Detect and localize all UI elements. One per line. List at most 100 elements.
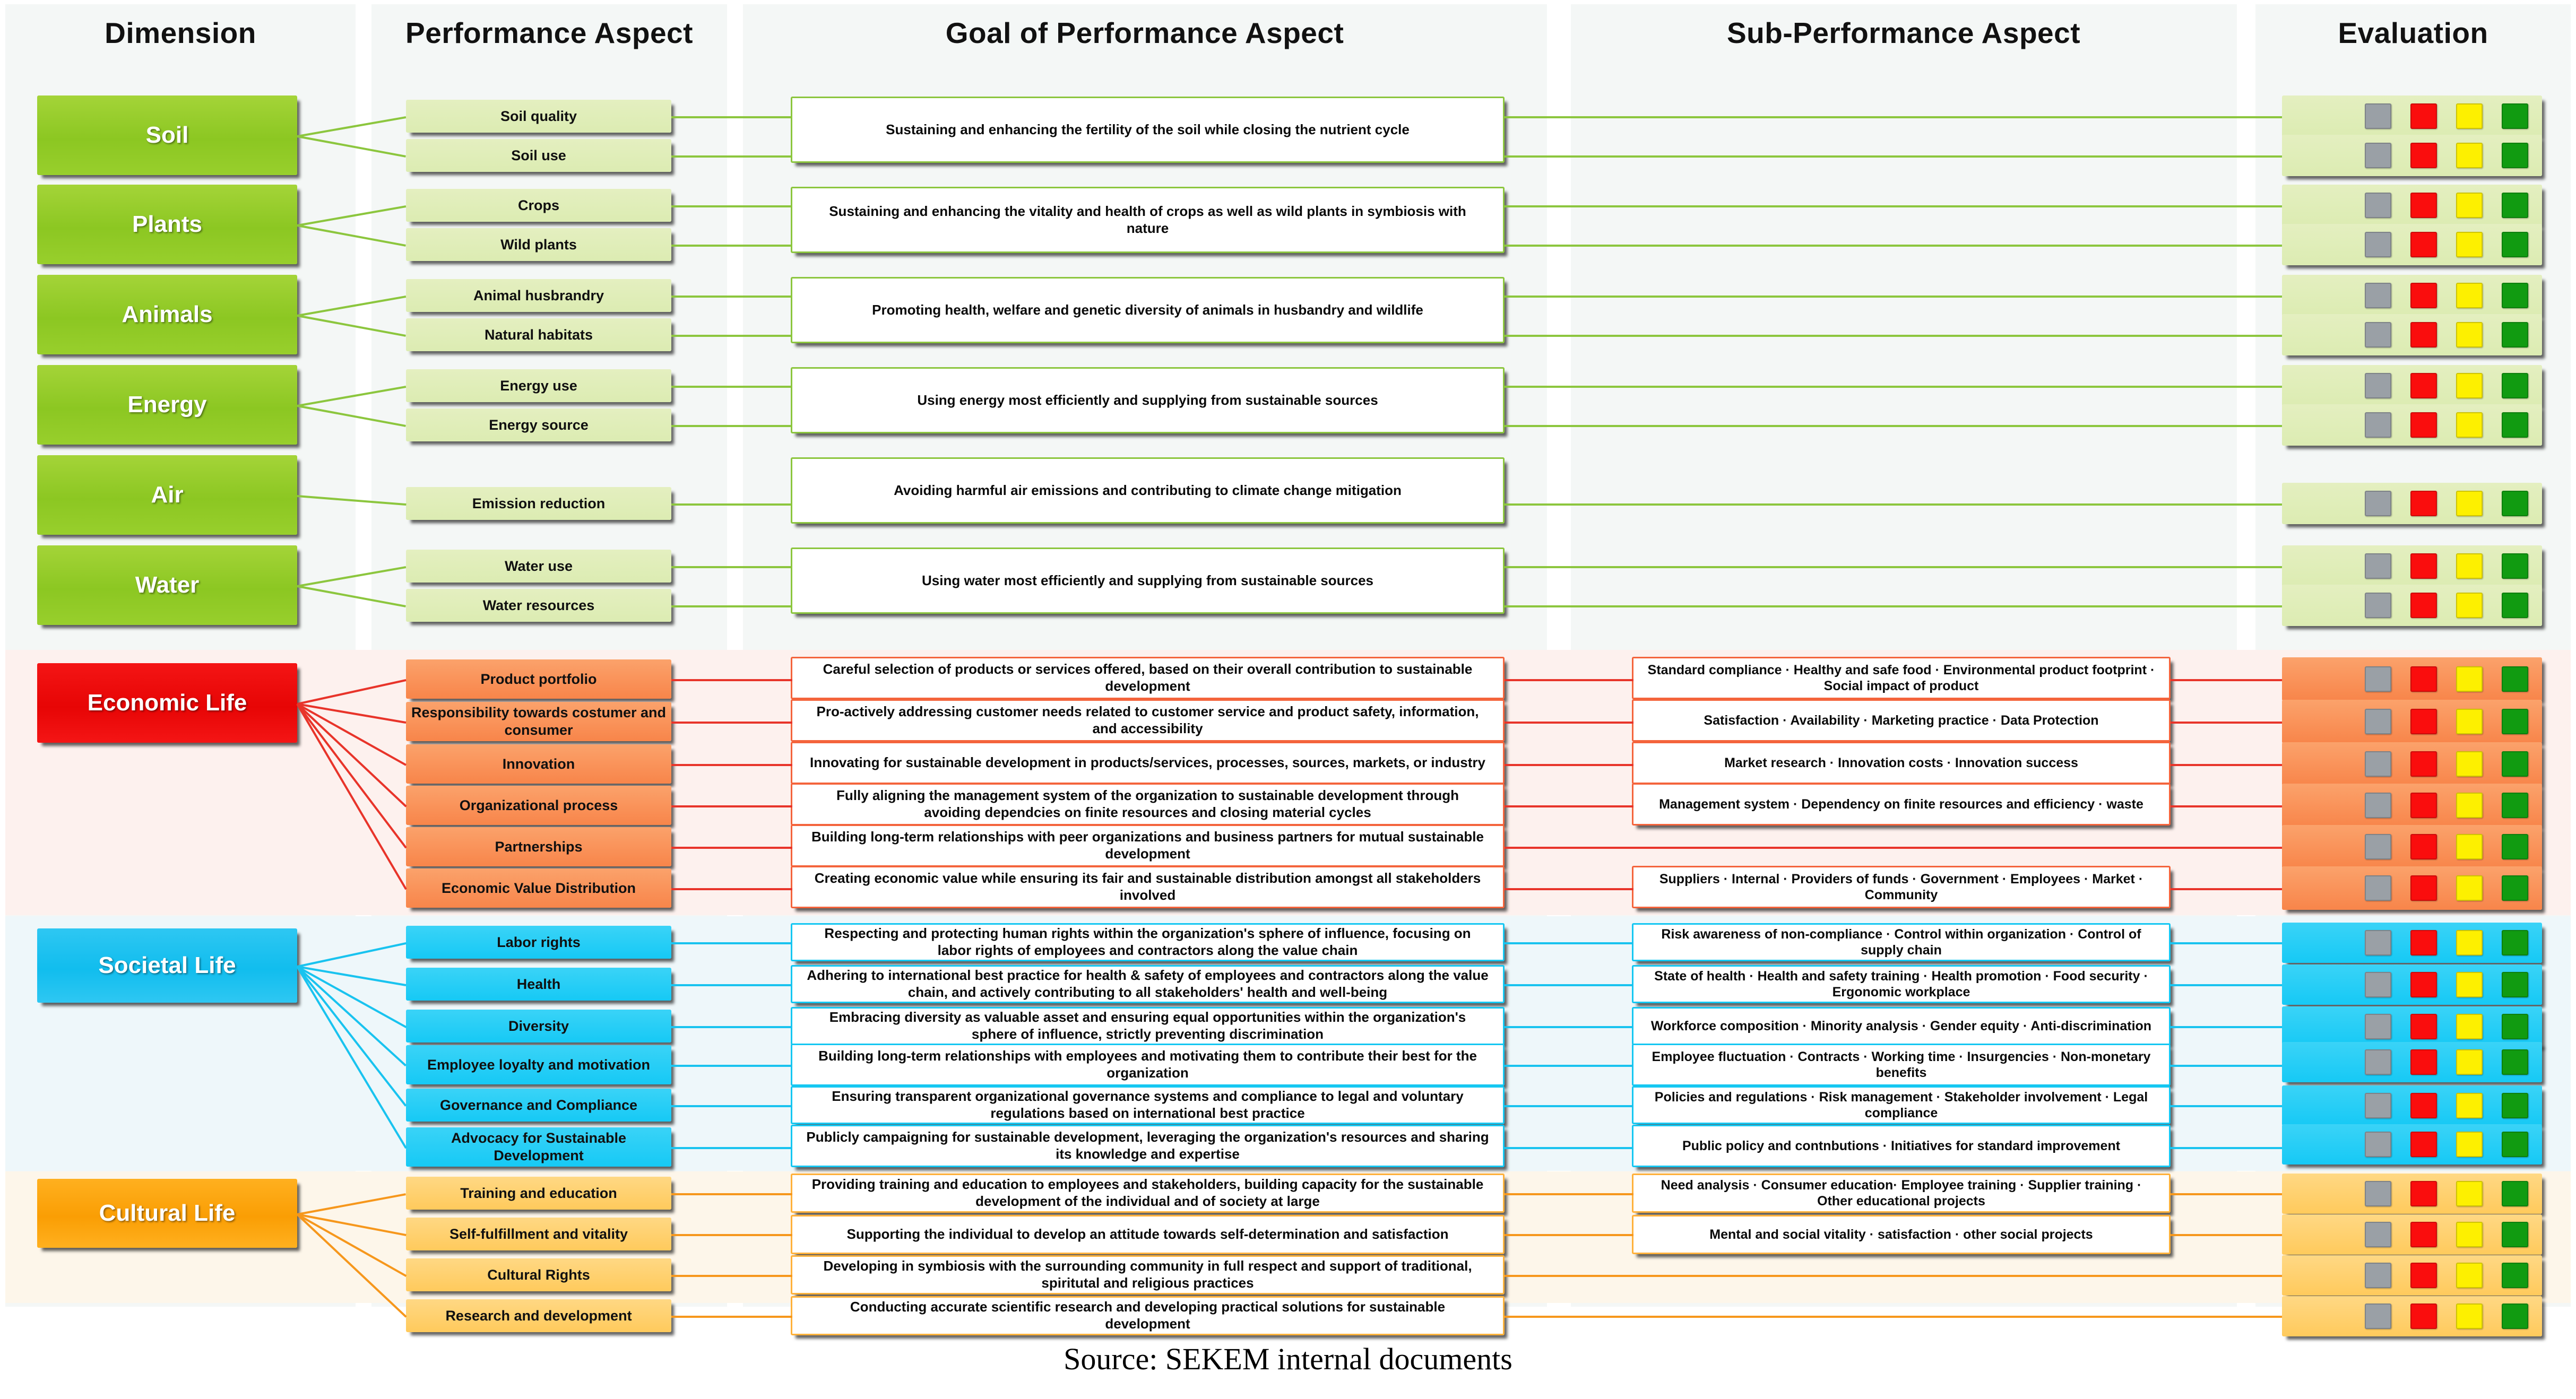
evaluation-swatch-red[interactable] xyxy=(2410,1132,2437,1157)
evaluation-box-societal-2[interactable] xyxy=(2282,1006,2542,1047)
evaluation-box-env-5-1[interactable] xyxy=(2282,585,2542,626)
evaluation-swatch-grey[interactable] xyxy=(2365,373,2391,398)
evaluation-swatch-green[interactable] xyxy=(2502,322,2528,347)
evaluation-swatch-green[interactable] xyxy=(2502,793,2528,818)
evaluation-swatch-green[interactable] xyxy=(2502,666,2528,692)
performance-aspect-box-societal-2[interactable]: Diversity xyxy=(406,1010,671,1042)
evaluation-swatch-yellow[interactable] xyxy=(2456,1049,2483,1075)
evaluation-swatch-yellow[interactable] xyxy=(2456,1263,2483,1288)
evaluation-swatch-grey[interactable] xyxy=(2365,322,2391,347)
evaluation-box-env-4-0[interactable] xyxy=(2282,483,2542,524)
evaluation-box-economic-3[interactable] xyxy=(2282,784,2542,827)
evaluation-swatch-red[interactable] xyxy=(2410,1222,2437,1247)
evaluation-swatch-yellow[interactable] xyxy=(2456,593,2483,618)
dimension-box-soil[interactable]: Soil xyxy=(37,95,297,175)
evaluation-swatch-green[interactable] xyxy=(2502,593,2528,618)
evaluation-box-cultural-3[interactable] xyxy=(2282,1296,2542,1336)
evaluation-swatch-grey[interactable] xyxy=(2365,930,2391,955)
evaluation-box-env-5-0[interactable] xyxy=(2282,545,2542,587)
dimension-box-cultural-life[interactable]: Cultural Life xyxy=(37,1179,297,1248)
evaluation-swatch-green[interactable] xyxy=(2502,1014,2528,1039)
performance-aspect-box-cultural-2[interactable]: Cultural Rights xyxy=(406,1258,671,1291)
performance-aspect-box-3-1[interactable]: Energy source xyxy=(406,409,671,441)
evaluation-swatch-grey[interactable] xyxy=(2365,972,2391,997)
evaluation-box-env-2-1[interactable] xyxy=(2282,314,2542,355)
evaluation-box-societal-5[interactable] xyxy=(2282,1124,2542,1165)
evaluation-swatch-green[interactable] xyxy=(2502,1049,2528,1075)
evaluation-swatch-yellow[interactable] xyxy=(2456,232,2483,257)
evaluation-box-economic-2[interactable] xyxy=(2282,742,2542,786)
evaluation-swatch-grey[interactable] xyxy=(2365,491,2391,516)
evaluation-swatch-red[interactable] xyxy=(2410,553,2437,579)
dimension-box-energy[interactable]: Energy xyxy=(37,365,297,445)
evaluation-swatch-red[interactable] xyxy=(2410,283,2437,308)
evaluation-swatch-grey[interactable] xyxy=(2365,666,2391,692)
evaluation-swatch-red[interactable] xyxy=(2410,322,2437,347)
performance-aspect-box-societal-4[interactable]: Governance and Compliance xyxy=(406,1089,671,1122)
performance-aspect-box-cultural-3[interactable]: Research and development xyxy=(406,1299,671,1332)
evaluation-swatch-green[interactable] xyxy=(2502,103,2528,129)
evaluation-swatch-yellow[interactable] xyxy=(2456,373,2483,398)
evaluation-swatch-red[interactable] xyxy=(2410,1049,2437,1075)
evaluation-swatch-grey[interactable] xyxy=(2365,1181,2391,1206)
evaluation-swatch-grey[interactable] xyxy=(2365,1222,2391,1247)
evaluation-swatch-grey[interactable] xyxy=(2365,553,2391,579)
evaluation-swatch-yellow[interactable] xyxy=(2456,1014,2483,1039)
evaluation-swatch-yellow[interactable] xyxy=(2456,1304,2483,1329)
evaluation-swatch-red[interactable] xyxy=(2410,1304,2437,1329)
performance-aspect-box-1-0[interactable]: Crops xyxy=(406,189,671,222)
evaluation-box-cultural-1[interactable] xyxy=(2282,1214,2542,1255)
evaluation-swatch-yellow[interactable] xyxy=(2456,1222,2483,1247)
evaluation-swatch-green[interactable] xyxy=(2502,1132,2528,1157)
dimension-box-economic-life[interactable]: Economic Life xyxy=(37,663,297,743)
evaluation-swatch-grey[interactable] xyxy=(2365,193,2391,218)
evaluation-swatch-yellow[interactable] xyxy=(2456,751,2483,777)
evaluation-swatch-grey[interactable] xyxy=(2365,793,2391,818)
performance-aspect-box-5-0[interactable]: Water use xyxy=(406,550,671,583)
evaluation-swatch-grey[interactable] xyxy=(2365,751,2391,777)
evaluation-swatch-green[interactable] xyxy=(2502,1222,2528,1247)
performance-aspect-box-1-1[interactable]: Wild plants xyxy=(406,228,671,261)
evaluation-swatch-green[interactable] xyxy=(2502,373,2528,398)
dimension-box-animals[interactable]: Animals xyxy=(37,275,297,354)
evaluation-box-societal-3[interactable] xyxy=(2282,1042,2542,1082)
evaluation-box-societal-1[interactable] xyxy=(2282,964,2542,1005)
evaluation-swatch-yellow[interactable] xyxy=(2456,834,2483,859)
performance-aspect-box-2-1[interactable]: Natural habitats xyxy=(406,318,671,351)
evaluation-swatch-green[interactable] xyxy=(2502,193,2528,218)
evaluation-swatch-grey[interactable] xyxy=(2365,283,2391,308)
evaluation-swatch-grey[interactable] xyxy=(2365,412,2391,438)
evaluation-swatch-green[interactable] xyxy=(2502,143,2528,168)
evaluation-box-economic-1[interactable] xyxy=(2282,700,2542,743)
performance-aspect-box-0-0[interactable]: Soil quality xyxy=(406,100,671,133)
evaluation-swatch-red[interactable] xyxy=(2410,1263,2437,1288)
performance-aspect-box-economic-2[interactable]: Innovation xyxy=(406,744,671,784)
evaluation-swatch-green[interactable] xyxy=(2502,751,2528,777)
evaluation-swatch-green[interactable] xyxy=(2502,1093,2528,1118)
evaluation-swatch-red[interactable] xyxy=(2410,875,2437,901)
evaluation-swatch-yellow[interactable] xyxy=(2456,283,2483,308)
evaluation-swatch-grey[interactable] xyxy=(2365,1049,2391,1075)
performance-aspect-box-economic-5[interactable]: Economic Value Distribution xyxy=(406,868,671,908)
evaluation-swatch-grey[interactable] xyxy=(2365,1014,2391,1039)
evaluation-swatch-green[interactable] xyxy=(2502,1263,2528,1288)
evaluation-box-cultural-2[interactable] xyxy=(2282,1255,2542,1296)
evaluation-swatch-yellow[interactable] xyxy=(2456,193,2483,218)
evaluation-swatch-red[interactable] xyxy=(2410,972,2437,997)
evaluation-swatch-red[interactable] xyxy=(2410,373,2437,398)
evaluation-swatch-red[interactable] xyxy=(2410,491,2437,516)
evaluation-swatch-green[interactable] xyxy=(2502,491,2528,516)
performance-aspect-box-0-1[interactable]: Soil use xyxy=(406,139,671,172)
evaluation-box-env-2-0[interactable] xyxy=(2282,275,2542,316)
evaluation-box-env-0-1[interactable] xyxy=(2282,135,2542,176)
evaluation-swatch-red[interactable] xyxy=(2410,793,2437,818)
evaluation-swatch-red[interactable] xyxy=(2410,666,2437,692)
evaluation-swatch-grey[interactable] xyxy=(2365,143,2391,168)
evaluation-swatch-yellow[interactable] xyxy=(2456,709,2483,734)
evaluation-box-env-3-1[interactable] xyxy=(2282,404,2542,446)
evaluation-swatch-green[interactable] xyxy=(2502,709,2528,734)
evaluation-swatch-green[interactable] xyxy=(2502,283,2528,308)
evaluation-swatch-yellow[interactable] xyxy=(2456,322,2483,347)
evaluation-swatch-grey[interactable] xyxy=(2365,103,2391,129)
evaluation-box-societal-4[interactable] xyxy=(2282,1085,2542,1126)
